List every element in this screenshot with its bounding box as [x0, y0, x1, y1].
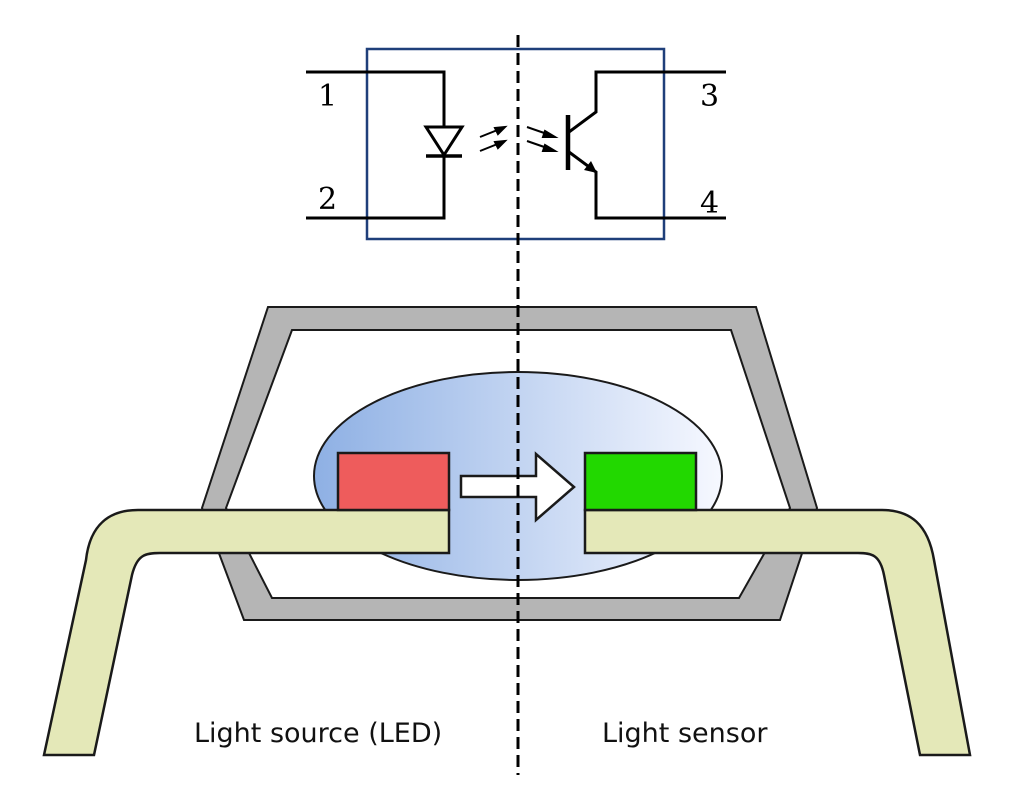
pin-1-label: 1	[318, 79, 337, 114]
light-source-label: Light source (LED)	[194, 718, 442, 749]
pin1-wire	[306, 70, 446, 127]
package-frame	[200, 306, 819, 621]
emitted-light-arrows-icon	[479, 125, 508, 152]
led-diode-icon	[423, 125, 465, 158]
pin2-wire	[306, 157, 446, 220]
phototransistor-icon	[565, 70, 726, 220]
sensor-chip	[583, 451, 698, 512]
light-sensor-label: Light sensor	[602, 718, 768, 749]
pin-4-label: 4	[700, 186, 719, 221]
schematic-symbol: 1 2 3 4	[306, 47, 726, 241]
left-lead	[42, 508, 451, 757]
pin-2-label: 2	[318, 182, 337, 217]
led-chip	[336, 451, 451, 512]
package-cross-section	[42, 306, 972, 757]
received-light-arrows-icon	[526, 126, 559, 152]
pin-3-label: 3	[700, 79, 719, 114]
schematic-package-box	[365, 47, 666, 241]
right-lead	[583, 508, 972, 757]
